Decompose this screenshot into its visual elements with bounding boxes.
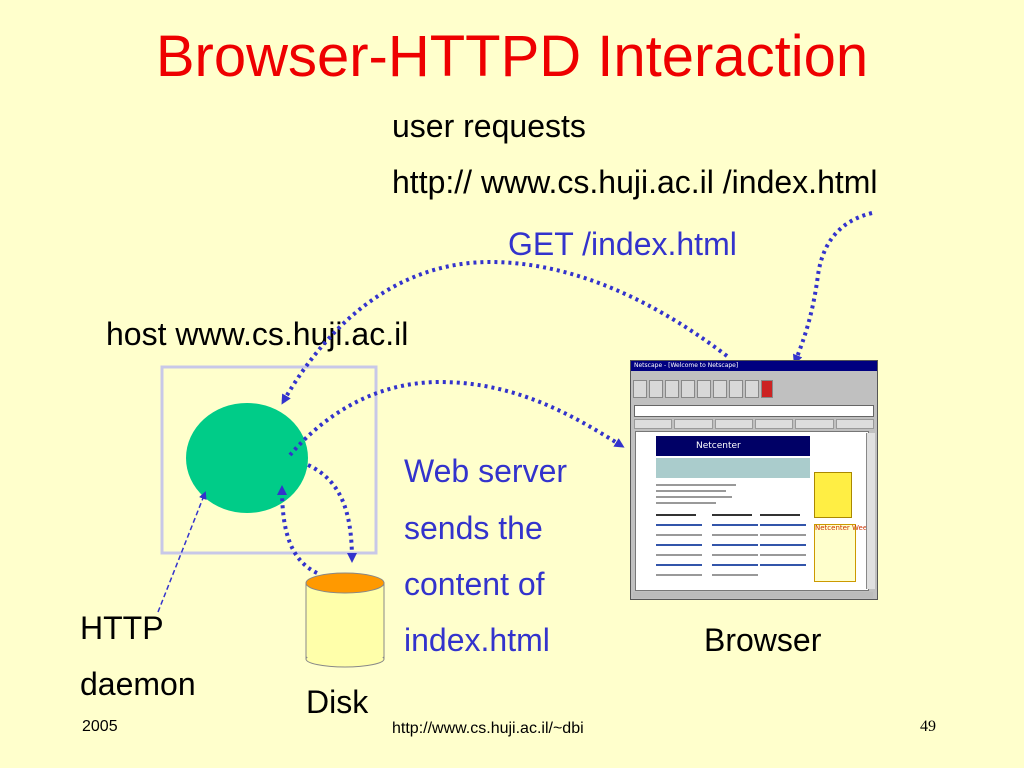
promo-ad	[814, 472, 852, 518]
guide-icon	[713, 380, 727, 398]
net-search-box	[656, 458, 810, 478]
httpd-label-pointer	[157, 491, 207, 613]
web-server-text-line-1: Web server	[404, 453, 568, 489]
footer-url: http://www.cs.huji.ac.il/~dbi	[392, 720, 584, 737]
httpd-to-disk-arrow	[307, 463, 357, 563]
web-server-text-line-3: content of	[404, 566, 545, 602]
forward-icon	[649, 380, 663, 398]
web-server-text-line-2: sends the	[404, 510, 543, 546]
browser-scrollbar	[866, 433, 875, 589]
browser-menubar	[631, 371, 877, 379]
netcenter-weekend-promo: Netcenter Weekend	[814, 524, 868, 582]
httpd-label-line-1: HTTP	[80, 610, 164, 646]
disk-label: Disk	[306, 684, 369, 720]
request-url: http:// www.cs.huji.ac.il /index.html	[392, 164, 878, 200]
reload-icon	[665, 380, 679, 398]
search-icon	[697, 380, 711, 398]
browser-label: Browser	[704, 622, 822, 658]
browser-status-bar	[633, 592, 873, 598]
web-server-text-line-4: index.html	[404, 622, 550, 658]
back-icon	[633, 380, 647, 398]
slide-title: Browser-HTTPD Interaction	[155, 24, 869, 89]
stop-icon	[761, 380, 773, 398]
host-box	[160, 365, 378, 555]
browser-link-bar	[634, 419, 874, 429]
host-label: host www.cs.huji.ac.il	[106, 316, 409, 352]
get-request-arrow	[281, 259, 729, 405]
print-icon	[729, 380, 743, 398]
home-icon	[681, 380, 695, 398]
footer-page-number: 49	[920, 718, 936, 735]
disk-icon	[305, 572, 385, 668]
disk-to-httpd-arrow	[277, 485, 318, 575]
browser-window: Netscape - [Welcome to Netscape] Netcent…	[630, 360, 878, 600]
user-requests-label: user requests	[392, 108, 586, 144]
browser-titlebar: Netscape - [Welcome to Netscape]	[631, 361, 877, 371]
browser-address-bar	[634, 405, 874, 417]
netcenter-banner: Netcenter	[656, 436, 810, 456]
response-arrow	[288, 379, 625, 457]
browser-toolbar	[631, 379, 877, 403]
httpd-label-line-2: daemon	[80, 666, 196, 702]
get-request-label: GET /index.html	[508, 226, 737, 262]
url-to-browser-arrow	[793, 211, 873, 365]
footer-year: 2005	[82, 718, 118, 735]
browser-page-content: Netcenter Netcenter Weekend	[635, 431, 869, 591]
security-icon	[745, 380, 759, 398]
